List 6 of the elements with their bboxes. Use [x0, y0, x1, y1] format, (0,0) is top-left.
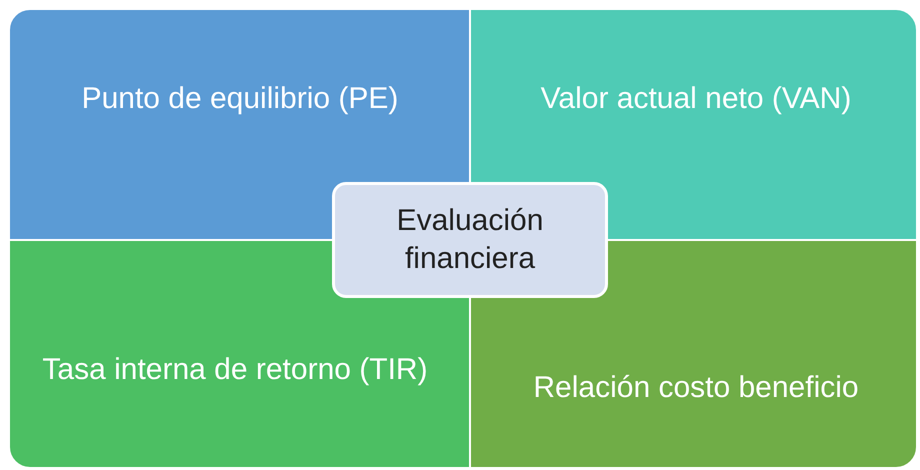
- center-title: Evaluación financiera: [396, 203, 544, 277]
- quadrant-label: Valor actual neto (VAN): [540, 81, 852, 117]
- center-box: [332, 182, 608, 298]
- quadrant-label: Punto de equilibrio (PE): [80, 81, 400, 117]
- quadrant-label: Tasa interna de retorno (TIR): [41, 352, 429, 388]
- quadrant-label: Relación costo beneficio: [532, 370, 860, 406]
